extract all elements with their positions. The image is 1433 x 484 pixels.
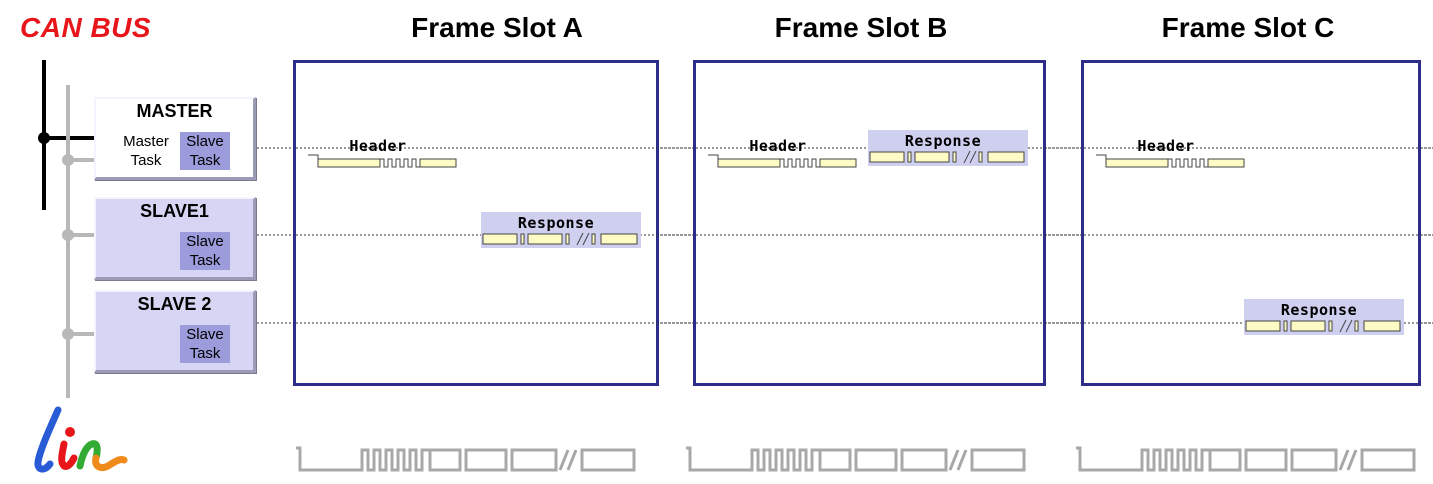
slot-b-header-label: Header xyxy=(749,137,807,155)
slot-a-header-waveform xyxy=(308,154,457,168)
slot-a-response-waveform xyxy=(482,232,638,246)
frame-slot-c-title: Frame Slot C xyxy=(1161,12,1335,43)
slave2-slave-task-label: Slave Task xyxy=(180,325,230,363)
slave2-node-title: SLAVE 2 xyxy=(137,294,212,314)
master-task-label: Master Task xyxy=(123,133,169,169)
lin-bus-dot-slave2 xyxy=(62,328,74,340)
slot-c-header-frame: Header xyxy=(1096,135,1246,169)
lin-bus-waveform xyxy=(296,446,1416,472)
bus-frame-c xyxy=(1076,446,1416,472)
lin-bus-dot-master xyxy=(62,154,74,166)
slot-c-response-frame: Response xyxy=(1244,299,1404,335)
slot-b-response-waveform xyxy=(869,150,1025,164)
frame-slot-a-title: Frame Slot A xyxy=(411,12,583,43)
slot-a-header-label: Header xyxy=(349,137,407,155)
frame-slot-b-title: Frame Slot B xyxy=(774,12,948,43)
bus-frame-a xyxy=(296,446,636,472)
slave1-node-title: SLAVE1 xyxy=(140,201,209,221)
frame-slot-c-box xyxy=(1081,60,1421,386)
slot-b-header-waveform xyxy=(708,154,857,168)
slot-c-response-label: Response xyxy=(1280,301,1358,319)
can-bus-node-dot xyxy=(38,132,50,144)
master-slave-task-label: Slave Task xyxy=(180,132,230,170)
slave1-slave-task-label: Slave Task xyxy=(180,232,230,270)
lin-bus-dot-slave1 xyxy=(62,229,74,241)
master-node-title: MASTER xyxy=(136,101,213,121)
lin-logo xyxy=(34,406,128,473)
can-bus-label: CAN BUS xyxy=(20,12,152,43)
slot-b-response-frame: Response xyxy=(868,130,1028,166)
slot-b-header-frame: Header xyxy=(708,135,858,169)
master-node: MASTER Master Task Slave Task xyxy=(94,97,256,180)
slot-c-header-waveform xyxy=(1096,154,1245,168)
slot-a-response-frame: Response xyxy=(481,212,641,248)
slot-a-response-label: Response xyxy=(517,214,595,232)
slave2-node: SLAVE 2 Slave Task xyxy=(94,290,256,373)
bus-frame-b xyxy=(686,446,1026,472)
slot-c-header-label: Header xyxy=(1137,137,1195,155)
slot-a-header-frame: Header xyxy=(308,135,458,169)
slot-c-response-waveform xyxy=(1245,319,1401,333)
slot-b-response-label: Response xyxy=(904,132,982,150)
slave1-node: SLAVE1 Slave Task xyxy=(94,197,256,280)
frame-slot-b-box xyxy=(693,60,1046,386)
